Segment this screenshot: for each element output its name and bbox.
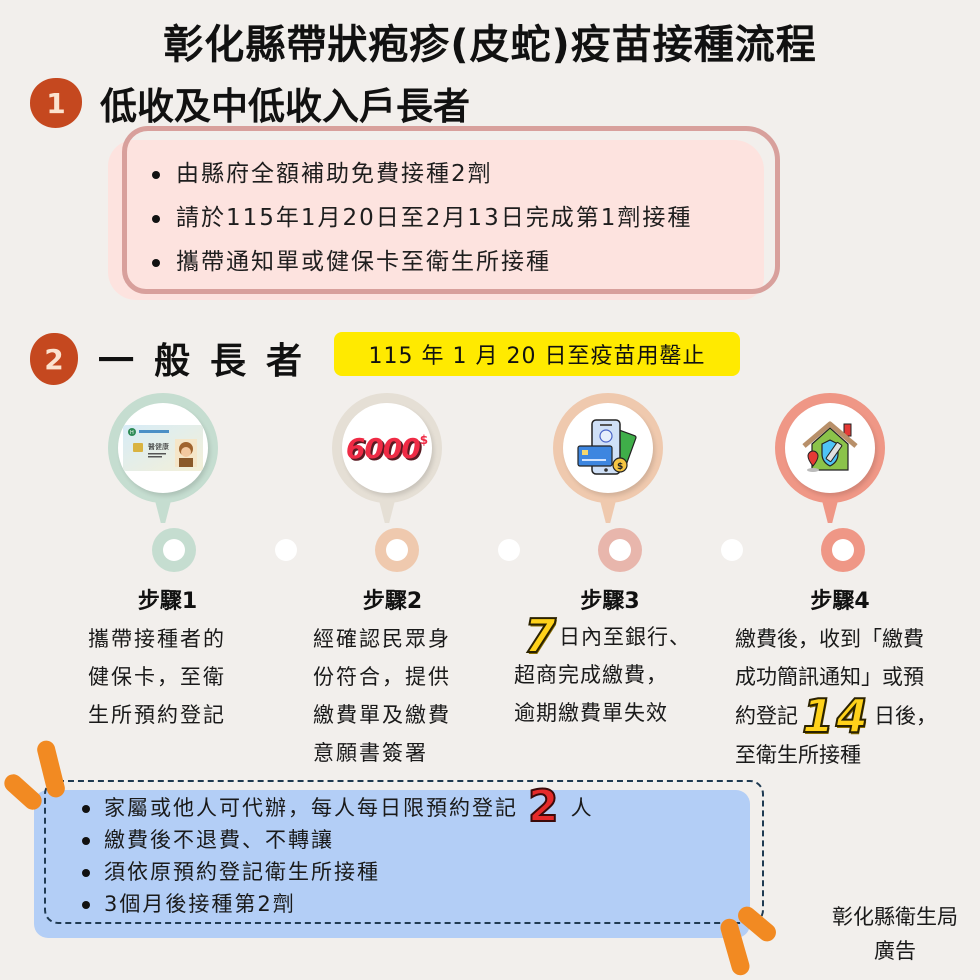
date-range-badge: 115 年 1 月 20 日至疫苗用罄止 (334, 332, 740, 376)
timeline-node-3 (598, 528, 642, 572)
step-3: 步驟3 7 日內至銀行、 超商完成繳費， 逾期繳費單失效 (510, 588, 710, 732)
step-4-pin (775, 393, 885, 523)
publisher-credit: 彰化縣衛生局 廣告 (832, 905, 958, 963)
health-insurance-card-icon: H 醫健康 (118, 403, 208, 493)
limit-highlight-number: 2 (527, 781, 561, 832)
list-item: 攜帶通知單或健保卡至衛生所接種 (150, 240, 692, 284)
step-1: 步驟1 攜帶接種者的 健保卡，至衛 生所預約登記 (80, 588, 255, 734)
section-1-list: 由縣府全額補助免費接種2劑 請於115年1月20日至2月13日完成第1劑接種 攜… (150, 152, 692, 284)
list-item: 請於115年1月20日至2月13日完成第1劑接種 (150, 196, 692, 240)
svg-text:$: $ (617, 462, 623, 472)
timeline-separator-dot (275, 539, 297, 561)
timeline-separator-dot (721, 539, 743, 561)
section-1-heading: 低收及中低收入戶長者 (100, 85, 470, 128)
step-1-description: 攜帶接種者的 健保卡，至衛 生所預約登記 (88, 627, 226, 727)
step-4-description: 繳費後，收到「繳費 成功簡訊通知」或預 約登記 14 日後， 至衛生所接種 (735, 627, 938, 767)
section-2-number-badge: 2 (30, 333, 78, 385)
timeline-separator-dot (498, 539, 520, 561)
step-2-description: 經確認民眾身 份符合，提供 繳費單及繳費 意願書簽署 (313, 627, 451, 765)
list-item: 由縣府全額補助免費接種2劑 (150, 152, 692, 196)
step-3-title: 步驟3 (580, 589, 640, 614)
page-title: 彰化縣帶狀疱疹(皮蛇)疫苗接種流程 (163, 22, 817, 68)
timeline-node-2 (375, 528, 419, 572)
notes-box-fill (34, 790, 750, 938)
section-2-number: 2 (44, 342, 64, 376)
section-2-heading: 一般長者 (98, 341, 323, 382)
section-1-box-fill (108, 140, 764, 300)
home-vaccine-icon (785, 403, 875, 493)
list-item: 須依原預約登記衛生所接種 (78, 856, 594, 888)
section-1-box-outline (122, 126, 780, 294)
step-1-title: 步驟1 (137, 589, 198, 614)
days-highlight-number: 7 (523, 609, 558, 663)
days-highlight-number: 14 (801, 689, 871, 743)
step-3-pin: $ (553, 393, 663, 523)
notes-box-dashed-border (44, 780, 764, 924)
step-3-description: 7 日內至銀行、 超商完成繳費， 逾期繳費單失效 (514, 609, 692, 725)
step-2-title: 步驟2 (362, 589, 423, 614)
step-2-pin: 6000 $ (332, 393, 442, 523)
timeline-node-1 (152, 528, 196, 572)
spark-decoration-icon (35, 738, 67, 800)
timeline-node-4 (821, 528, 865, 572)
list-item: 繳費後不退費、不轉讓 (78, 824, 594, 856)
mobile-payment-icon: $ (563, 403, 653, 493)
svg-text:醫健康: 醫健康 (148, 442, 169, 451)
section-1-number-badge: 1 (30, 78, 82, 128)
svg-text:H: H (130, 430, 134, 436)
money-6000-icon: 6000 $ (342, 403, 432, 493)
step-1-pin: H 醫健康 (108, 393, 218, 523)
step-4: 步驟4 繳費後，收到「繳費 成功簡訊通知」或預 約登記 14 日後， 至衛生所接… (735, 588, 975, 774)
step-2: 步驟2 經確認民眾身 份符合，提供 繳費單及繳費 意願書簽署 (305, 588, 480, 772)
step-4-title: 步驟4 (810, 589, 870, 614)
date-range-text: 115 年 1 月 20 日至疫苗用罄止 (368, 344, 706, 369)
section-1-number: 1 (46, 86, 66, 120)
list-item: 3個月後接種第2劑 (78, 888, 594, 920)
